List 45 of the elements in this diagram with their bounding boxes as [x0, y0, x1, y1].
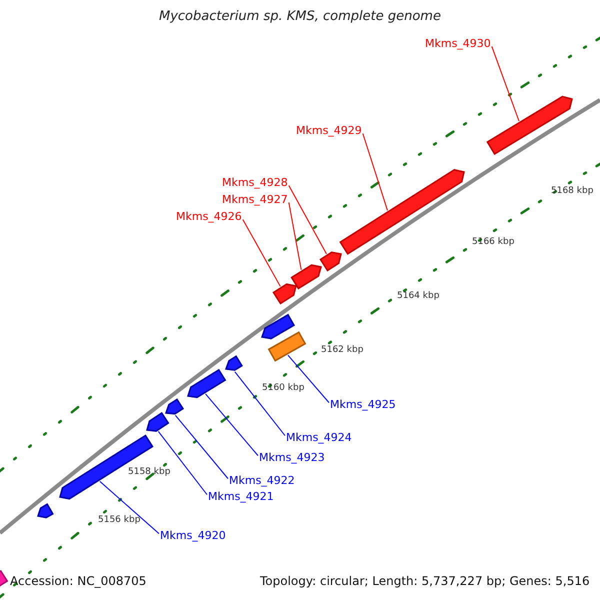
gene-label: Mkms_4921: [208, 491, 274, 504]
scale-label: 5168 kbp: [551, 187, 594, 197]
leader-line: [288, 184, 327, 254]
gene-block: [261, 314, 296, 340]
gene-label: Mkms_4924: [286, 432, 352, 444]
gene-label: Mkms_4928: [222, 177, 288, 190]
leader-line: [491, 46, 520, 122]
scale-label: 5160 kbp: [262, 384, 304, 394]
footer-text: Topology: circular; Length: 5,737,227 bp; Genes: 5,516: [260, 575, 590, 588]
leader-line: [158, 430, 208, 496]
leader-line: [234, 371, 286, 436]
footer-text: Accession: NC_008705: [10, 575, 146, 588]
gene-label: Mkms_4930: [425, 38, 491, 50]
gene-block: [290, 264, 322, 290]
scale-label: 5162 kbp: [321, 346, 364, 356]
gene-block: [272, 283, 297, 305]
scale-label: 5164 kbp: [397, 292, 440, 302]
scale-label: 5158 kbp: [128, 468, 170, 478]
gene-block: [59, 434, 154, 500]
leader-line: [242, 218, 281, 287]
gene-block: [486, 96, 573, 156]
gene-label: Mkms_4923: [259, 452, 325, 464]
gene-label: Mkms_4927: [222, 194, 288, 206]
gene-block: [268, 331, 306, 362]
gene-block: [224, 355, 243, 371]
gene-block: [146, 412, 170, 432]
gene-label: Mkms_4929: [296, 125, 362, 138]
scale-label: 5166 kbp: [472, 238, 514, 248]
leader-line: [288, 202, 302, 270]
scale-label: 5156 kbp: [98, 516, 140, 526]
title: Mycobacterium sp. KMS, complete genome: [158, 10, 442, 24]
gene-block: [339, 169, 465, 255]
leader-line: [205, 393, 258, 456]
gene-label: Mkms_4922: [229, 475, 295, 488]
gene-label: Mkms_4925: [330, 399, 396, 412]
leader-line: [362, 132, 388, 211]
gene-block: [319, 252, 342, 272]
leader-line: [99, 480, 160, 534]
leader-line: [287, 354, 330, 404]
gene-label: Mkms_4920: [160, 530, 226, 542]
gene-block: [37, 503, 54, 518]
gene-block: [164, 398, 184, 415]
leader-line: [174, 414, 228, 480]
gene-block: [187, 368, 226, 398]
gene-label: Mkms_4926: [176, 211, 242, 224]
